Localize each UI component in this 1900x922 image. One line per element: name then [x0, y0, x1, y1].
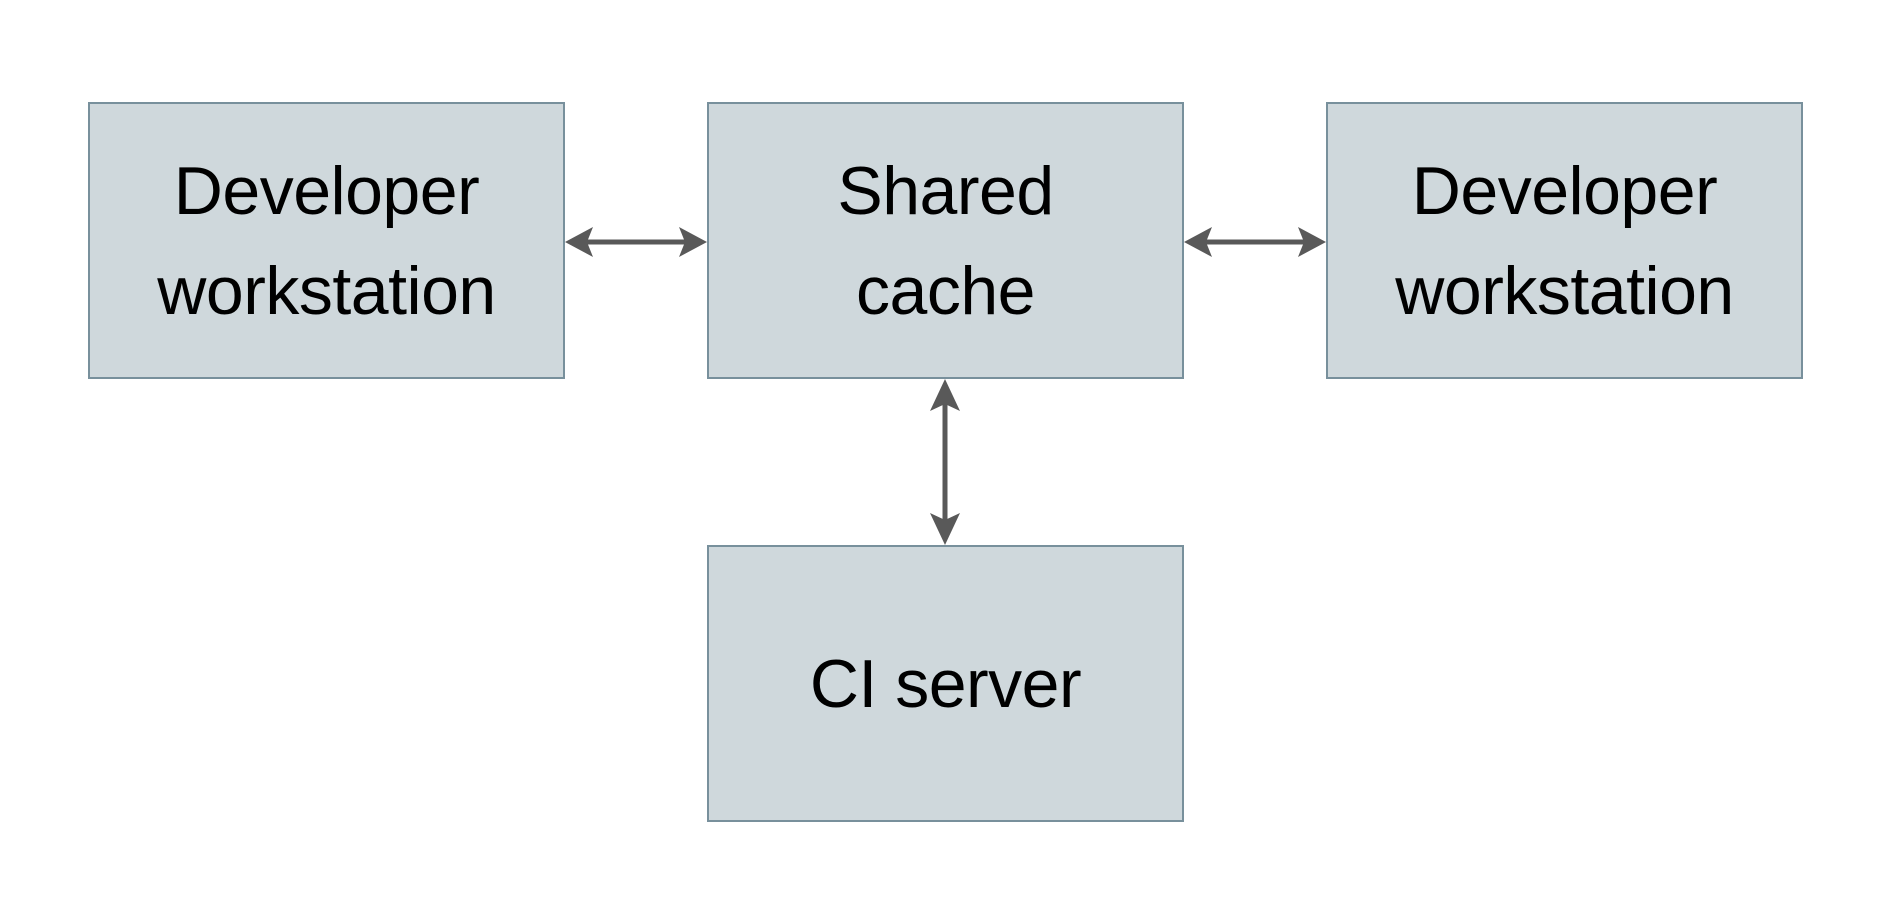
- node-label-developer-workstation-right: Developer workstation: [1395, 152, 1734, 329]
- node-label-ci-server: CI server: [809, 645, 1082, 722]
- edge-left-workstation-to-shared-cache: [565, 212, 707, 272]
- node-ci-server[interactable]: CI server: [707, 545, 1184, 822]
- node-shared-cache[interactable]: Shared cache: [707, 102, 1184, 379]
- node-label-shared-cache: Shared cache: [837, 152, 1054, 329]
- node-developer-workstation-right[interactable]: Developer workstation: [1326, 102, 1803, 379]
- double-arrow-horizontal-icon: [565, 227, 707, 257]
- edge-shared-cache-to-right-workstation: [1184, 212, 1326, 272]
- double-arrow-horizontal-icon: [1184, 227, 1326, 257]
- node-label-developer-workstation-left: Developer workstation: [157, 152, 496, 329]
- node-developer-workstation-left[interactable]: Developer workstation: [88, 102, 565, 379]
- double-arrow-vertical-icon: [930, 379, 960, 545]
- edge-shared-cache-to-ci-server: [915, 379, 975, 545]
